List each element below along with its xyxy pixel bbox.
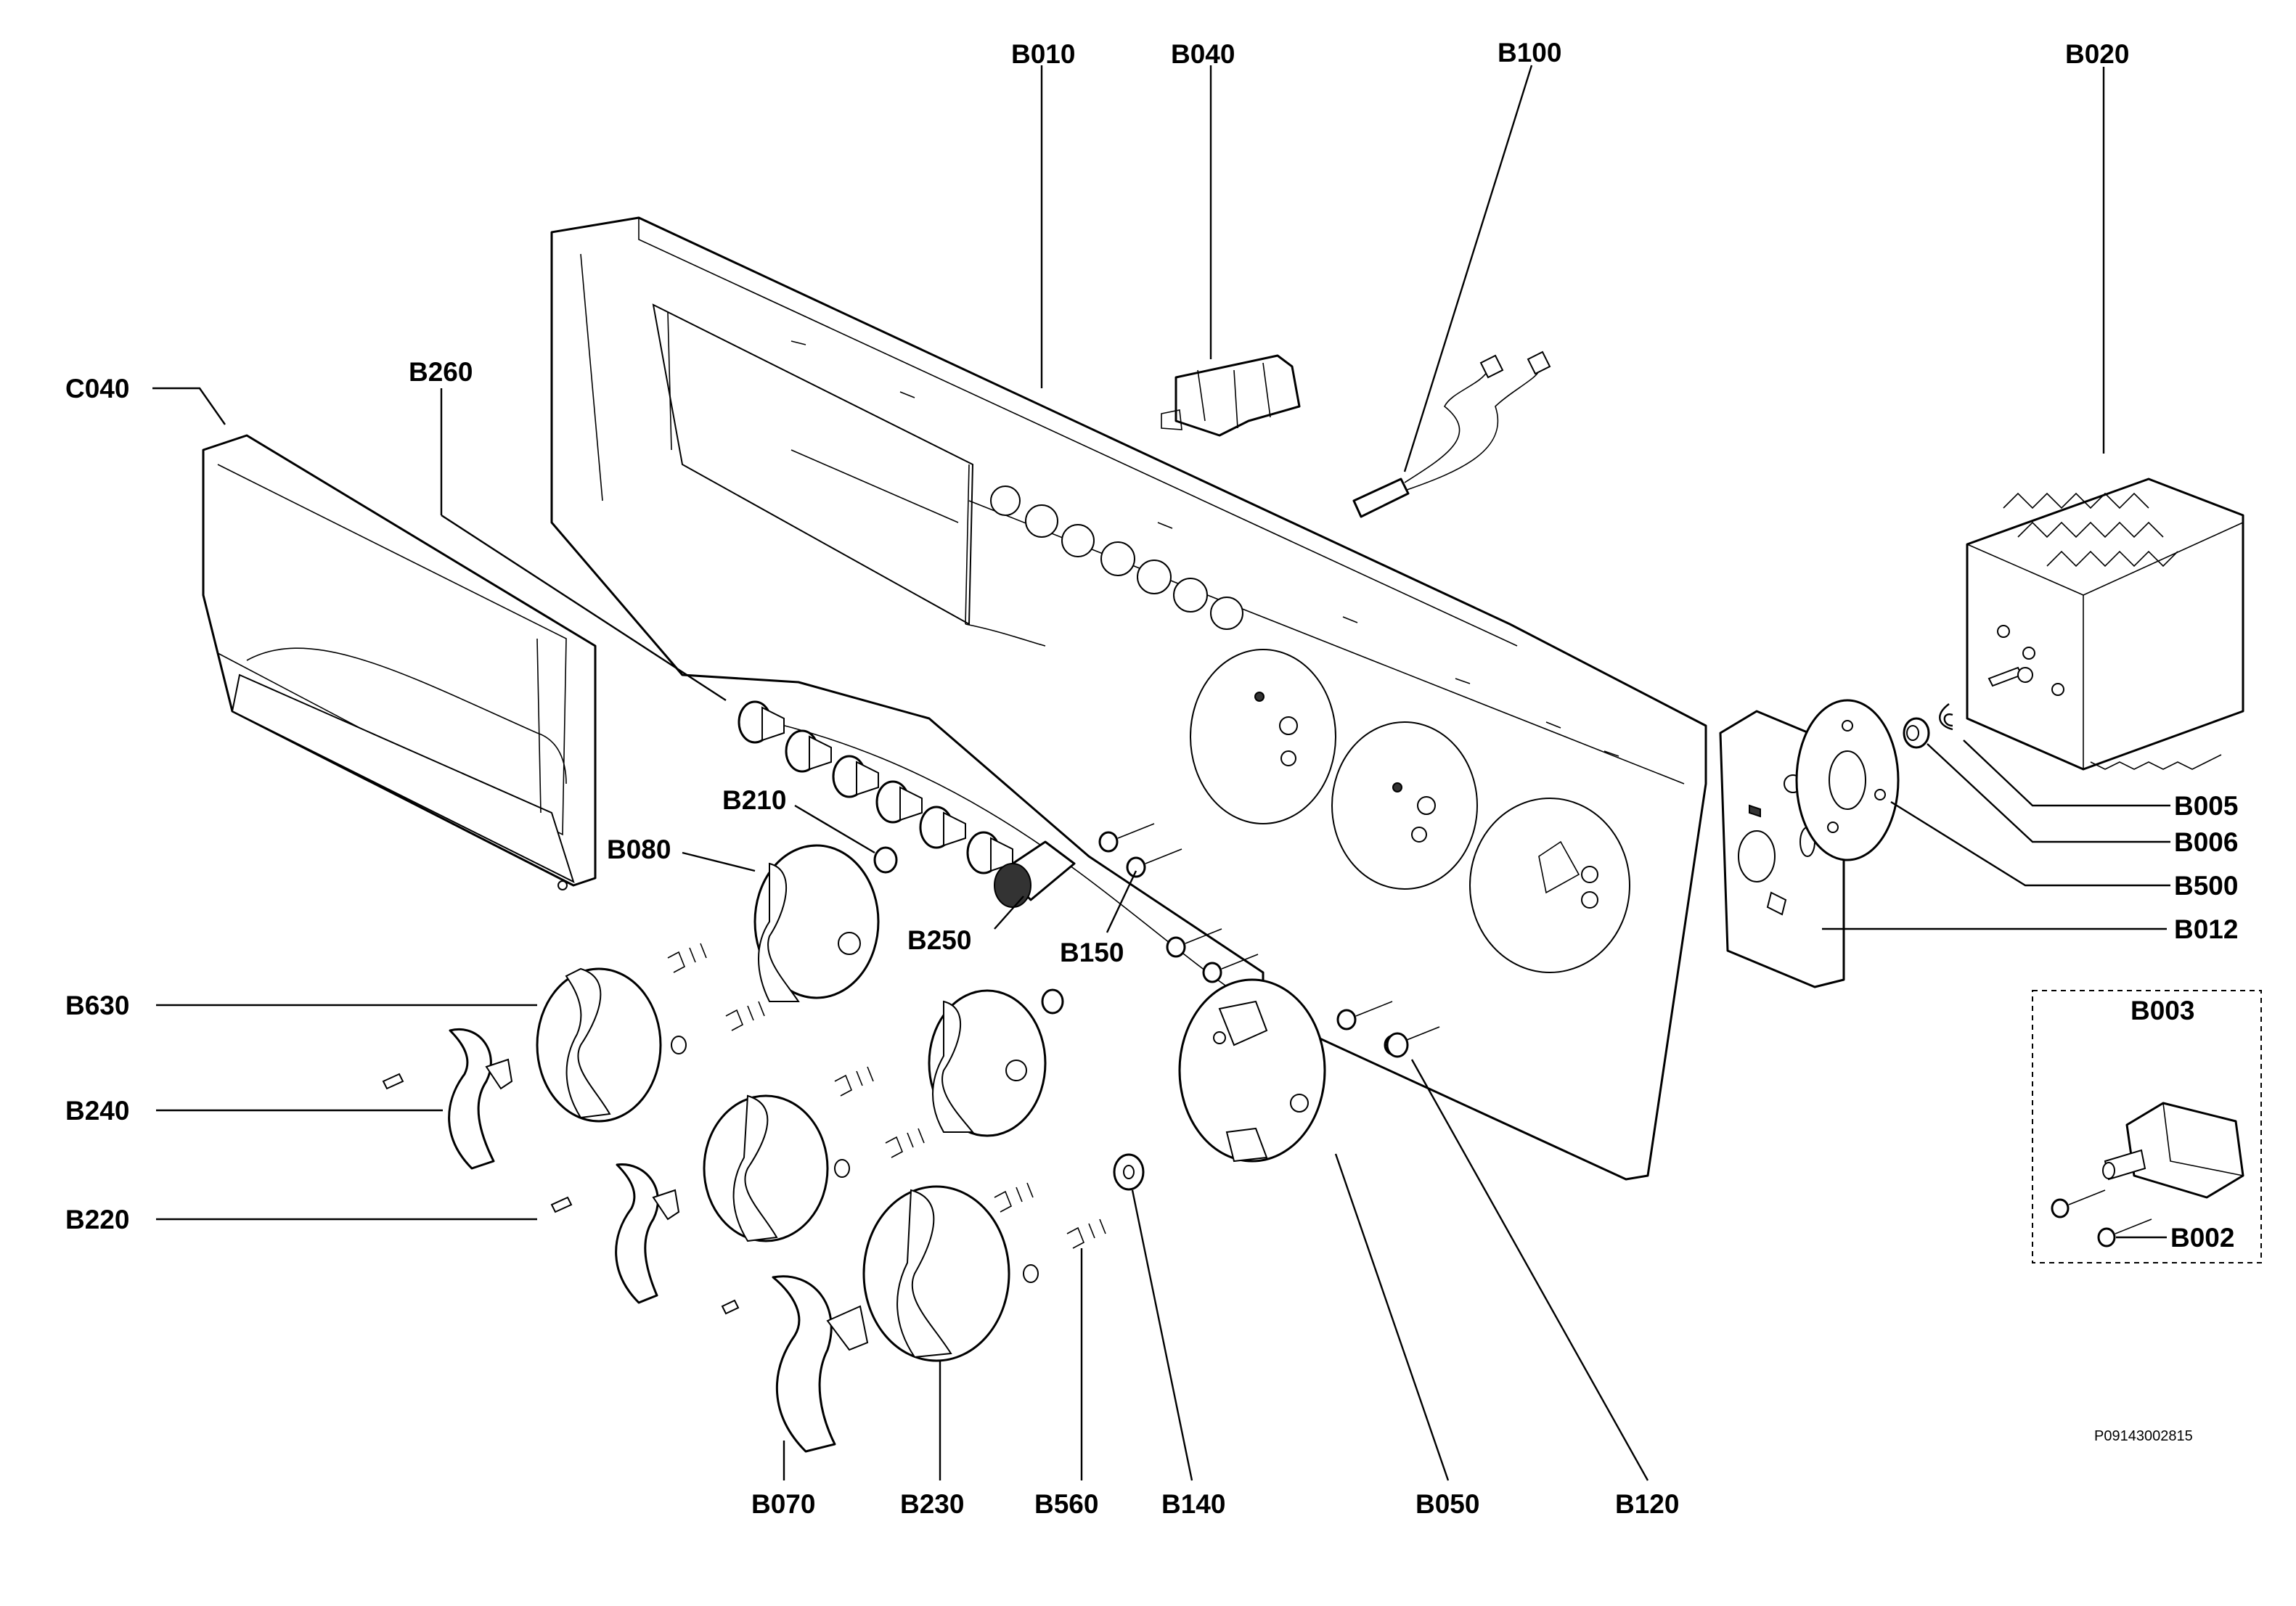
label-b020: B020 — [2065, 39, 2129, 69]
springs — [667, 943, 1106, 1249]
pins — [382, 1073, 740, 1315]
switch-part — [1161, 354, 1301, 437]
label-b012: B012 — [2174, 914, 2238, 944]
control-panel-fascia — [550, 216, 1707, 1181]
label-b010: B010 — [1011, 39, 1075, 69]
label-b100: B100 — [1498, 38, 1561, 67]
drawing-code: P09143002815 — [2094, 1428, 2193, 1444]
inset-box — [2032, 990, 2262, 1263]
label-b140: B140 — [1161, 1489, 1225, 1519]
knob-caps — [448, 1028, 869, 1453]
label-b120: B120 — [1615, 1489, 1679, 1519]
label-b230: B230 — [900, 1489, 964, 1519]
ring-part — [873, 846, 898, 874]
part-labels: B010 B040 B100 B020 C040 B260 B210 B080 … — [65, 38, 2238, 1519]
label-b500: B500 — [2174, 871, 2238, 901]
label-b003: B003 — [2130, 996, 2194, 1025]
label-b050: B050 — [1415, 1489, 1479, 1519]
label-b220: B220 — [65, 1205, 129, 1234]
label-b560: B560 — [1034, 1489, 1098, 1519]
label-b006: B006 — [2174, 827, 2238, 857]
leader-lines — [152, 65, 2170, 1481]
label-c040: C040 — [65, 374, 129, 403]
neon-lamp-part — [994, 840, 1076, 908]
programmer-part — [1966, 478, 2244, 771]
label-b630: B630 — [65, 991, 129, 1020]
label-b005: B005 — [2174, 791, 2238, 821]
front-cover-part — [202, 434, 597, 890]
label-b070: B070 — [751, 1489, 815, 1519]
label-b040: B040 — [1171, 39, 1235, 69]
label-b150: B150 — [1060, 938, 1124, 967]
label-b210: B210 — [722, 785, 786, 815]
label-b260: B260 — [409, 357, 473, 387]
sensor-part — [1352, 351, 1551, 518]
label-b002: B002 — [2170, 1223, 2234, 1253]
label-b250: B250 — [907, 925, 971, 955]
indicator-lamps — [738, 700, 1013, 874]
bracket-parts — [1719, 699, 1953, 988]
label-b240: B240 — [65, 1096, 129, 1126]
knobs — [536, 844, 1409, 1362]
label-b080: B080 — [607, 835, 671, 864]
